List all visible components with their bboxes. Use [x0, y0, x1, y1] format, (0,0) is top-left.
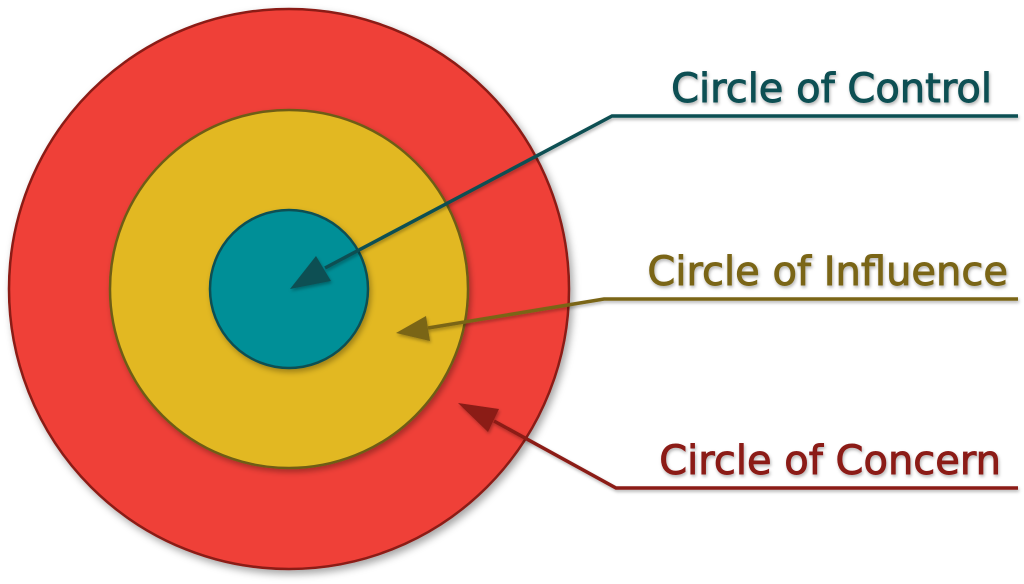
concern-arrowhead: [458, 403, 499, 432]
control-arrowhead: [290, 256, 331, 289]
label-circle-of-control: Circle of Control: [671, 66, 992, 112]
influence-pointer: [396, 297, 1018, 341]
influence-arrowhead: [396, 316, 430, 341]
influence-leader-line: [427, 297, 1018, 330]
label-circle-of-influence: Circle of Influence: [647, 249, 1008, 295]
control-pointer: [290, 114, 1018, 289]
label-circle-of-concern: Circle of Concern: [659, 438, 1001, 484]
concern-pointer: [458, 403, 1018, 490]
circle-of-control: [208, 208, 370, 370]
control-leader-line: [324, 114, 1018, 270]
concern-leader-line: [493, 419, 1018, 490]
